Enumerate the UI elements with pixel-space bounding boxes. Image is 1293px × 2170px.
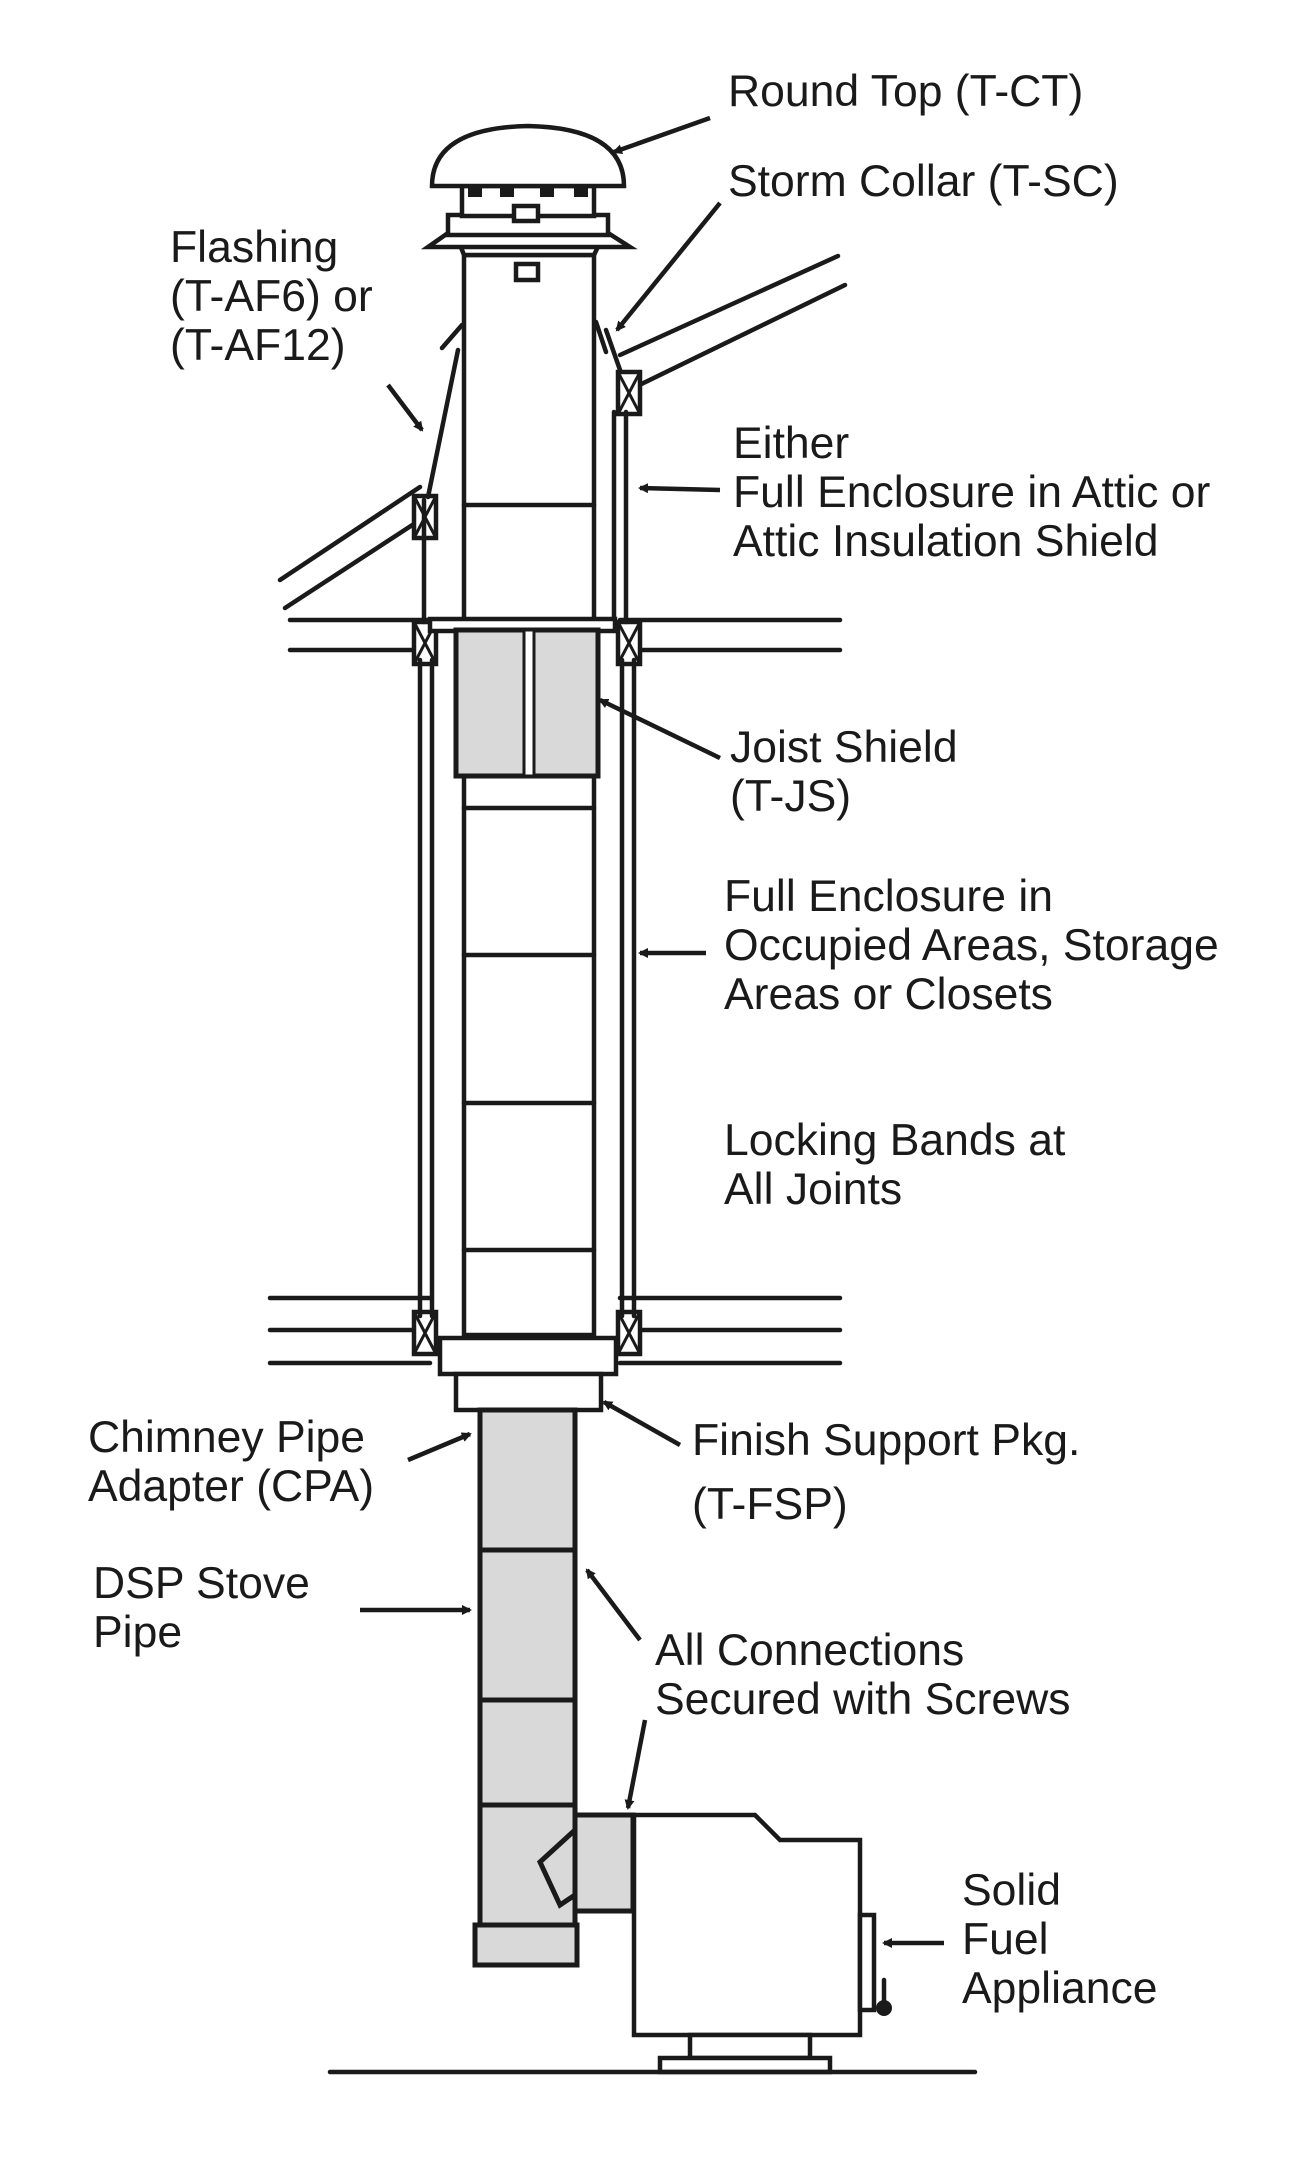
chimney-adapter-label-line1: Chimney Pipe [88,1413,365,1462]
dsp-stove-pipe [472,1407,636,1968]
solid-fuel-appliance [631,1812,892,2075]
attic-label-line3: Attic Insulation Shield [733,517,1158,566]
solid-fuel-label-line3: Appliance [962,1964,1157,2013]
solid-fuel-label-line1: Solid [962,1866,1061,1915]
attic-enclosure-walls [421,409,629,625]
finish-support-label-line1: Finish Support Pkg. [692,1416,1080,1465]
attic-label-line1: Either [733,419,849,468]
chimney-pipe [461,252,597,1338]
roof-right [615,253,848,417]
flashing [425,319,623,500]
joist-shield [427,616,618,779]
flashing-label-line1: Flashing [170,223,338,272]
connections-label-line1: All Connections [655,1626,964,1675]
round-top-label: Round Top (T-CT) [728,67,1083,116]
storm-collar-label: Storm Collar (T-SC) [728,157,1119,206]
locking-bands-label-line1: Locking Bands at [724,1116,1066,1165]
finish-support-label-line2: (T-FSP) [692,1480,848,1529]
chimney-adapter-label-line2: Adapter (CPA) [88,1462,374,1511]
ceiling-joists-upper [287,617,843,667]
finish-support-package [437,1335,619,1413]
flashing-label-line3: (T-AF12) [170,321,346,370]
locking-bands-label-line2: All Joints [724,1165,902,1214]
joist-shield-label-line1: Joist Shield [730,723,958,772]
connections-label-line2: Secured with Screws [655,1675,1071,1724]
full-enclosure-label-line1: Full Enclosure in [724,872,1053,921]
dsp-stove-label-line2: Pipe [93,1608,182,1657]
full-enclosure-label-line2: Occupied Areas, Storage [724,921,1219,970]
full-enclosure-walls [417,657,637,1319]
attic-label-line2: Full Enclosure in Attic or [733,468,1211,517]
solid-fuel-label-line2: Fuel [962,1915,1049,1964]
dsp-stove-label-line1: DSP Stove [93,1559,310,1608]
full-enclosure-label-line3: Areas or Closets [724,970,1053,1019]
round-top-cap [420,123,638,283]
roof-left [277,484,439,611]
ceiling-joists-lower [267,1295,843,1366]
joist-shield-label-line2: (T-JS) [730,772,851,821]
flashing-label-line2: (T-AF6) or [170,272,373,321]
leader-arrows [360,115,944,1948]
